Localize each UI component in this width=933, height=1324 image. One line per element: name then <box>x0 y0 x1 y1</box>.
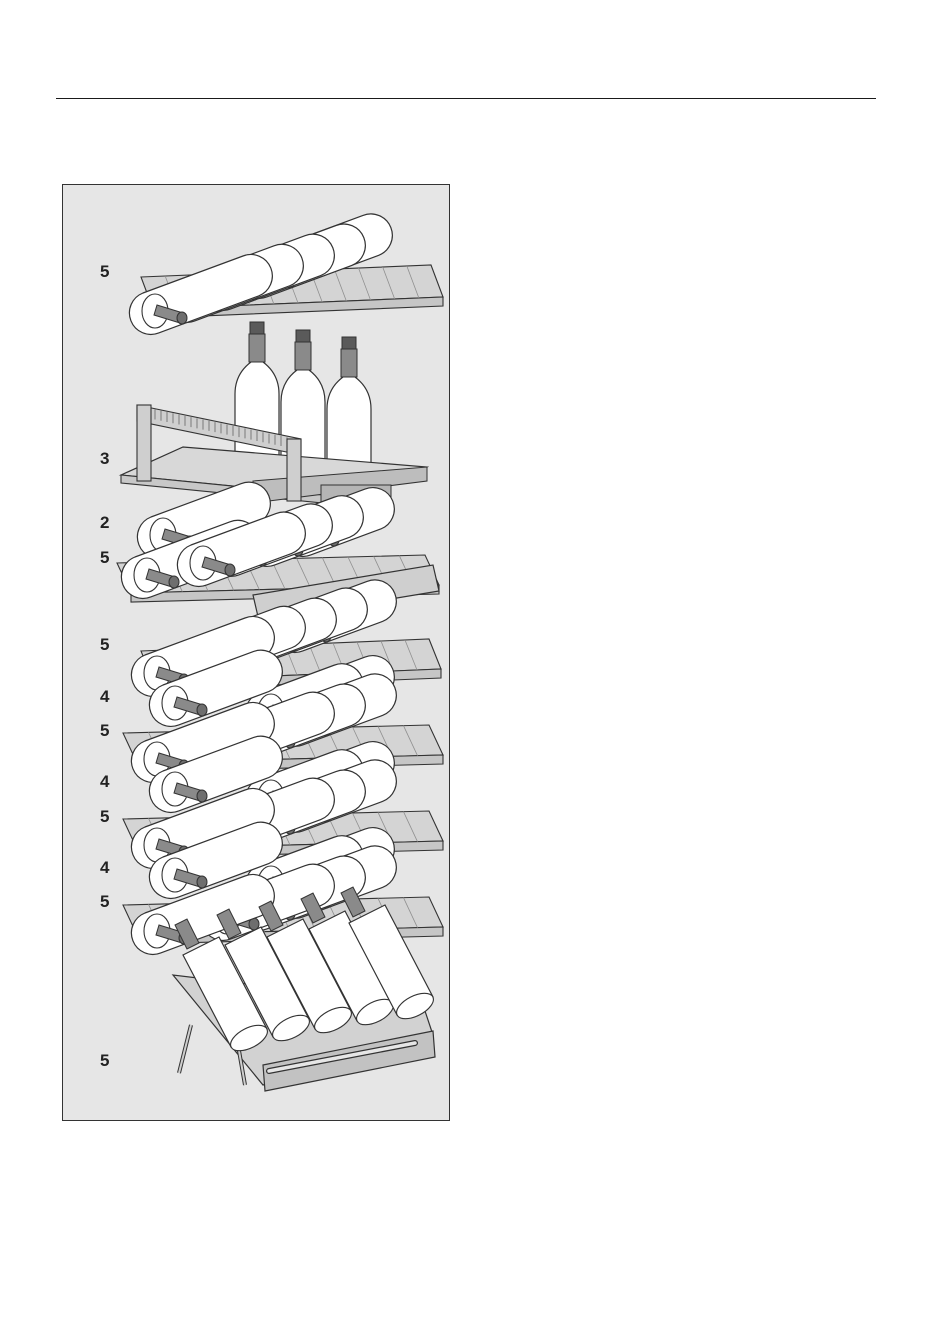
caption-label-6: 4 <box>100 688 120 705</box>
shelves-illustration <box>63 185 449 1120</box>
shelf-top <box>129 214 443 334</box>
wine-storage-figure: 5 3 2 5 5 4 5 4 5 4 5 5 <box>62 184 450 1121</box>
caption-label-5: 5 <box>100 636 120 653</box>
caption-label-7: 5 <box>100 722 120 739</box>
caption-label-2: 3 <box>100 450 120 467</box>
caption-label-4: 5 <box>100 549 120 566</box>
presentation-shelf <box>121 322 427 515</box>
caption-label-11: 5 <box>100 893 120 910</box>
caption-label-3: 2 <box>100 514 120 531</box>
caption-label-12: 5 <box>100 1052 120 1069</box>
header-rule <box>56 98 876 99</box>
caption-label-10: 4 <box>100 859 120 876</box>
caption-label-8: 4 <box>100 773 120 790</box>
caption-label-1: 5 <box>100 263 120 280</box>
caption-label-9: 5 <box>100 808 120 825</box>
